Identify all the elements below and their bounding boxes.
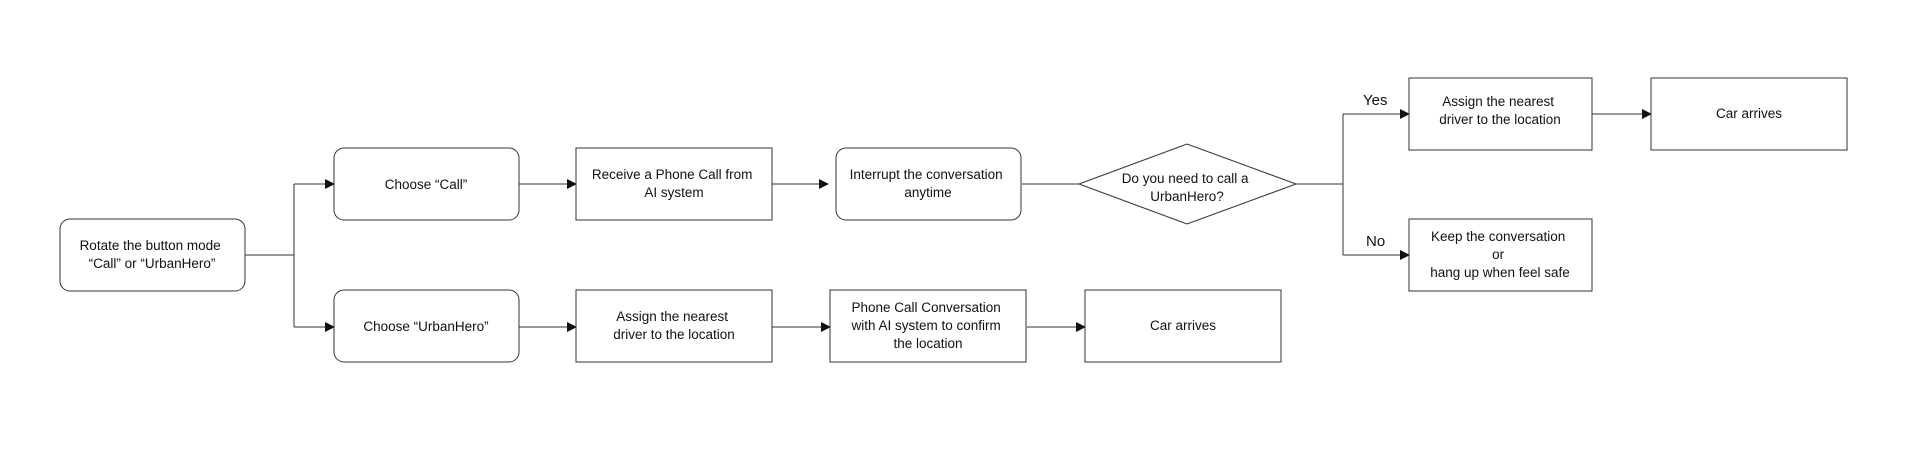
- node-confirm-shape: [829, 289, 1027, 363]
- node-car-top-line-1: Car arrives: [1716, 106, 1782, 121]
- node-assign-top-line-1: Assign the nearest: [1442, 94, 1554, 109]
- node-choose-urbanhero-line-1: Choose “UrbanHero”: [363, 319, 488, 334]
- node-choose-urbanhero: Choose “UrbanHero”: [333, 289, 520, 363]
- node-assign-bottom-shape: [575, 289, 773, 363]
- node-interrupt: Interrupt the conversation anytime: [835, 147, 1022, 221]
- node-car-top: Car arrives: [1650, 77, 1848, 151]
- node-interrupt-label: Interrupt the conversation anytime: [850, 167, 1007, 200]
- node-assign-top-line-2: driver to the location: [1439, 112, 1561, 127]
- node-start-line-2: “Call” or “UrbanHero”: [89, 256, 216, 271]
- node-assign-top-label: Assign the nearest driver to the locatio…: [1439, 94, 1561, 127]
- node-choose-call: Choose “Call”: [333, 147, 520, 221]
- node-keep-line-2: or: [1492, 247, 1505, 262]
- node-decision-line-1: Do you need to call a: [1122, 171, 1249, 186]
- node-decision-label: Do you need to call a UrbanHero?: [1122, 171, 1253, 204]
- node-decision-line-2: UrbanHero?: [1150, 189, 1224, 204]
- node-assign-bottom: Assign the nearest driver to the locatio…: [575, 289, 773, 363]
- node-interrupt-shape: [835, 147, 1022, 221]
- node-start: Rotate the button mode “Call” or “UrbanH…: [59, 218, 246, 292]
- node-start-line-1: Rotate the button mode: [80, 238, 221, 253]
- node-confirm: Phone Call Conversation with AI system t…: [829, 289, 1027, 363]
- node-car-top-label: Car arrives: [1716, 106, 1782, 121]
- node-car-top-shape: [1650, 77, 1848, 151]
- node-receive-call-line-2: AI system: [644, 185, 703, 200]
- node-confirm-line-3: the location: [893, 336, 962, 351]
- node-car-bottom-line-1: Car arrives: [1150, 318, 1216, 333]
- node-receive-call: Receive a Phone Call from AI system: [575, 147, 773, 221]
- node-confirm-label: Phone Call Conversation with AI system t…: [850, 300, 1004, 351]
- node-keep-line-3: hang up when feel safe: [1430, 265, 1570, 280]
- edge-label-no: No: [1366, 233, 1385, 250]
- node-keep-label: Keep the conversation or hang up when fe…: [1430, 229, 1570, 280]
- node-interrupt-line-1: Interrupt the conversation: [850, 167, 1003, 182]
- node-receive-call-label: Receive a Phone Call from AI system: [592, 167, 756, 200]
- node-receive-call-line-1: Receive a Phone Call from: [592, 167, 753, 182]
- node-keep-line-1: Keep the conversation: [1431, 229, 1565, 244]
- node-decision-shape: [1077, 143, 1298, 225]
- node-choose-urbanhero-label: Choose “UrbanHero”: [363, 319, 488, 334]
- node-choose-urbanhero-shape: [333, 289, 520, 363]
- node-assign-bottom-label: Assign the nearest driver to the locatio…: [613, 309, 735, 342]
- edge-label-yes: Yes: [1363, 92, 1387, 109]
- node-choose-call-label: Choose “Call”: [385, 177, 468, 192]
- connectors: [245, 109, 1652, 332]
- node-start-label: Rotate the button mode “Call” or “UrbanH…: [80, 238, 225, 271]
- node-start-shape: [59, 218, 246, 292]
- node-confirm-line-1: Phone Call Conversation: [851, 300, 1000, 315]
- node-assign-bottom-line-2: driver to the location: [613, 327, 735, 342]
- node-keep: Keep the conversation or hang up when fe…: [1408, 218, 1593, 292]
- node-decision: Do you need to call a UrbanHero?: [1077, 143, 1298, 225]
- node-keep-shape: [1408, 218, 1593, 292]
- node-interrupt-line-2: anytime: [904, 185, 951, 200]
- node-assign-top-shape: [1408, 77, 1593, 151]
- node-car-bottom: Car arrives: [1084, 289, 1282, 363]
- node-car-bottom-shape: [1084, 289, 1282, 363]
- node-receive-call-shape: [575, 147, 773, 221]
- node-assign-top: Assign the nearest driver to the locatio…: [1408, 77, 1593, 151]
- node-choose-call-line-1: Choose “Call”: [385, 177, 468, 192]
- node-choose-call-shape: [333, 147, 520, 221]
- node-car-bottom-label: Car arrives: [1150, 318, 1216, 333]
- node-assign-bottom-line-1: Assign the nearest: [616, 309, 728, 324]
- node-confirm-line-2: with AI system to confirm: [850, 318, 1000, 333]
